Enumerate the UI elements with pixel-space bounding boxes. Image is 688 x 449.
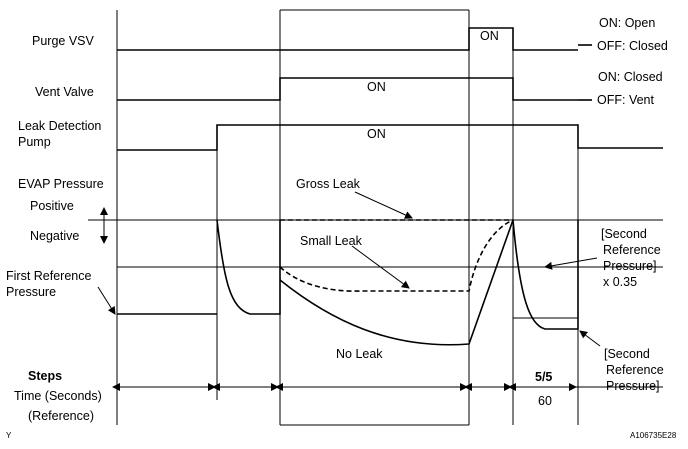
purge-vsv-label: Purge VSV bbox=[32, 34, 95, 48]
purge-on-state: ON: Open bbox=[599, 16, 655, 30]
purge-vsv-signal bbox=[117, 27, 578, 51]
steps-label: Steps bbox=[28, 369, 62, 383]
second-ref-final-1: [Second bbox=[604, 347, 650, 361]
second-ref-final-3: Pressure] bbox=[606, 379, 660, 393]
second-ref-factor-arrow bbox=[544, 257, 598, 270]
reference-label: (Reference) bbox=[28, 409, 94, 423]
second-ref-factor: x 0.35 bbox=[603, 275, 637, 289]
initial-draw-down-curve bbox=[216, 219, 281, 315]
small-leak-label: Small Leak bbox=[300, 234, 363, 248]
second-ref-final-arrow bbox=[579, 330, 601, 347]
vent-off-state: OFF: Vent bbox=[597, 93, 654, 107]
second-ref-label-3: Pressure] bbox=[603, 259, 657, 273]
vent-on-label: ON bbox=[367, 80, 386, 94]
gross-leak-arrow bbox=[354, 191, 413, 219]
gross-leak-label: Gross Leak bbox=[296, 177, 361, 191]
time-value: 60 bbox=[538, 394, 552, 408]
second-ref-label-1: [Second bbox=[601, 227, 647, 241]
figure-code: A106735E28 bbox=[630, 431, 677, 440]
y-mark: Y bbox=[6, 431, 12, 440]
small-leak-arrow bbox=[351, 245, 410, 289]
pump-on-label: ON bbox=[367, 127, 386, 141]
vent-on-state: ON: Closed bbox=[598, 70, 663, 84]
positive-label: Positive bbox=[30, 199, 74, 213]
time-label: Time (Seconds) bbox=[14, 389, 102, 403]
no-leak-label: No Leak bbox=[336, 347, 383, 361]
second-ref-final-2: Reference bbox=[606, 363, 664, 377]
step-value: 5/5 bbox=[535, 370, 552, 384]
small-leak-curve bbox=[279, 219, 514, 292]
purge-on-label: ON bbox=[480, 29, 499, 43]
no-leak-curve bbox=[279, 219, 514, 346]
leak-pump-label-1: Leak Detection bbox=[18, 119, 101, 133]
leak-pump-signal bbox=[117, 124, 663, 151]
evap-pressure-label: EVAP Pressure bbox=[18, 177, 104, 191]
first-ref-label-2: Pressure bbox=[6, 285, 56, 299]
vent-valve-signal bbox=[117, 77, 578, 101]
first-ref-arrow bbox=[97, 286, 116, 315]
leak-pump-label-2: Pump bbox=[18, 135, 51, 149]
vent-valve-label: Vent Valve bbox=[35, 85, 94, 99]
post-check-curve bbox=[512, 219, 579, 330]
purge-off-state: OFF: Closed bbox=[597, 39, 668, 53]
negative-label: Negative bbox=[30, 229, 79, 243]
second-ref-label-2: Reference bbox=[603, 243, 661, 257]
first-ref-label-1: First Reference bbox=[6, 269, 91, 283]
